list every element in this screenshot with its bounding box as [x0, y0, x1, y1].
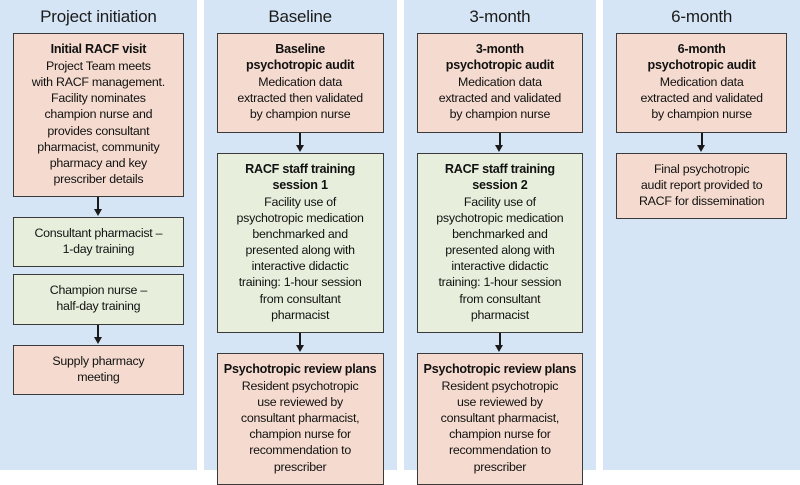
- flow-node-body: Champion nurse – half-day training: [49, 283, 147, 314]
- phase-title: 6-month: [671, 7, 733, 26]
- flow-node-title: Psychotropic review plans: [423, 361, 577, 376]
- arrow-head: [295, 144, 304, 152]
- flow-node-title: 3-month psychotropic audit: [445, 42, 554, 73]
- flow-node-body: Supply pharmacy meeting: [52, 353, 145, 384]
- flow-node[interactable]: Supply pharmacy meeting: [13, 344, 184, 395]
- flow-node[interactable]: Consultant pharmacist – 1-day training: [13, 217, 184, 268]
- flow-node-title: RACF staff training session 1: [245, 161, 356, 192]
- arrow-shaft: [498, 132, 501, 147]
- arrow-head: [93, 209, 102, 217]
- flow-node-body: Medication data extracted and validated …: [438, 75, 562, 122]
- flow-node-title: Psychotropic review plans: [223, 361, 377, 376]
- flow-arrow-down-icon: [13, 324, 184, 345]
- flow-arrow-down-icon: [616, 132, 787, 153]
- phase-title: Baseline: [268, 7, 332, 26]
- arrow-shaft: [299, 332, 302, 347]
- arrow-shaft: [97, 197, 100, 212]
- flow-node-title: Initial RACF visit: [50, 42, 147, 56]
- flow-node-body: Facility use of psychotropic medication …: [236, 194, 364, 322]
- flow-node-body: Facility use of psychotropic medication …: [436, 194, 564, 322]
- arrow-head: [495, 144, 504, 152]
- flow-node[interactable]: Final psychotropic audit report provided…: [616, 152, 787, 219]
- node-spacer: [13, 267, 184, 274]
- arrow-head: [697, 144, 706, 152]
- flow-arrow-down-icon: [417, 132, 584, 153]
- arrow-head: [93, 336, 102, 344]
- flow-node-body: Final psychotropic audit report provided…: [638, 161, 765, 208]
- flow-node-body: Resident psychotropic use reviewed by co…: [440, 378, 560, 474]
- flow-node-body: Project Team meets with RACF management.…: [31, 59, 165, 186]
- arrow-shaft: [299, 132, 302, 147]
- flow-arrow-down-icon: [217, 132, 384, 153]
- phase-title: Project initiation: [40, 7, 157, 26]
- flow-node[interactable]: Champion nurse – half-day training: [13, 274, 184, 325]
- phase-title: 3-month: [469, 7, 531, 26]
- flow-node-title: Baseline psychotropic audit: [246, 42, 355, 73]
- arrow-shaft: [97, 324, 100, 339]
- flow-node-body: Consultant pharmacist – 1-day training: [34, 226, 163, 257]
- arrow-shaft: [700, 132, 703, 147]
- arrow-head: [295, 344, 304, 352]
- flow-node-body: Resident psychotropic use reviewed by co…: [240, 378, 360, 474]
- arrow-shaft: [498, 332, 501, 347]
- flow-node-body: Medication data extracted then validated…: [237, 75, 363, 122]
- flow-arrow-down-icon: [13, 197, 184, 217]
- flow-node-body: Medication data extracted and validated …: [640, 75, 763, 122]
- arrow-head: [495, 344, 504, 352]
- flow-arrow-down-icon: [417, 332, 584, 353]
- flow-node-title: 6-month psychotropic audit: [647, 42, 756, 73]
- flow-arrow-down-icon: [217, 332, 384, 353]
- flow-node-title: RACF staff training session 2: [444, 161, 555, 192]
